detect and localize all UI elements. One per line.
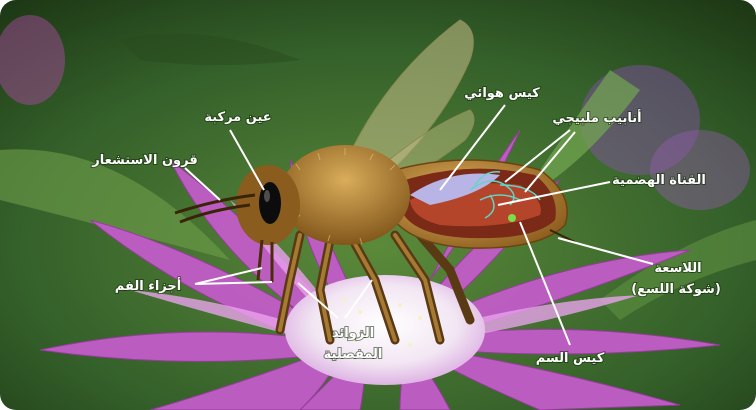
venom-sac <box>508 214 516 222</box>
label-stinger-2: (شوكة اللسع) <box>631 282 721 297</box>
label-jointed-appendages-1: الزوائد <box>332 326 374 341</box>
label-air-sac: كيس هوائي <box>464 86 540 101</box>
label-stinger-1: اللاسعة <box>654 261 701 276</box>
label-compound-eye: عين مركبة <box>204 110 271 125</box>
label-jointed-appendages-2: المفصلية <box>324 347 383 362</box>
label-digestive-tract: القناة الهضمية <box>612 173 706 188</box>
label-malpighian-tubules: أنابيب ملبيجي <box>552 109 641 126</box>
label-venom-sac: كيس السم <box>536 351 605 366</box>
thorax <box>280 145 410 245</box>
label-antennae: قرون الاستشعار <box>91 153 197 168</box>
label-mouthparts: أجزاء الفم <box>115 277 181 294</box>
